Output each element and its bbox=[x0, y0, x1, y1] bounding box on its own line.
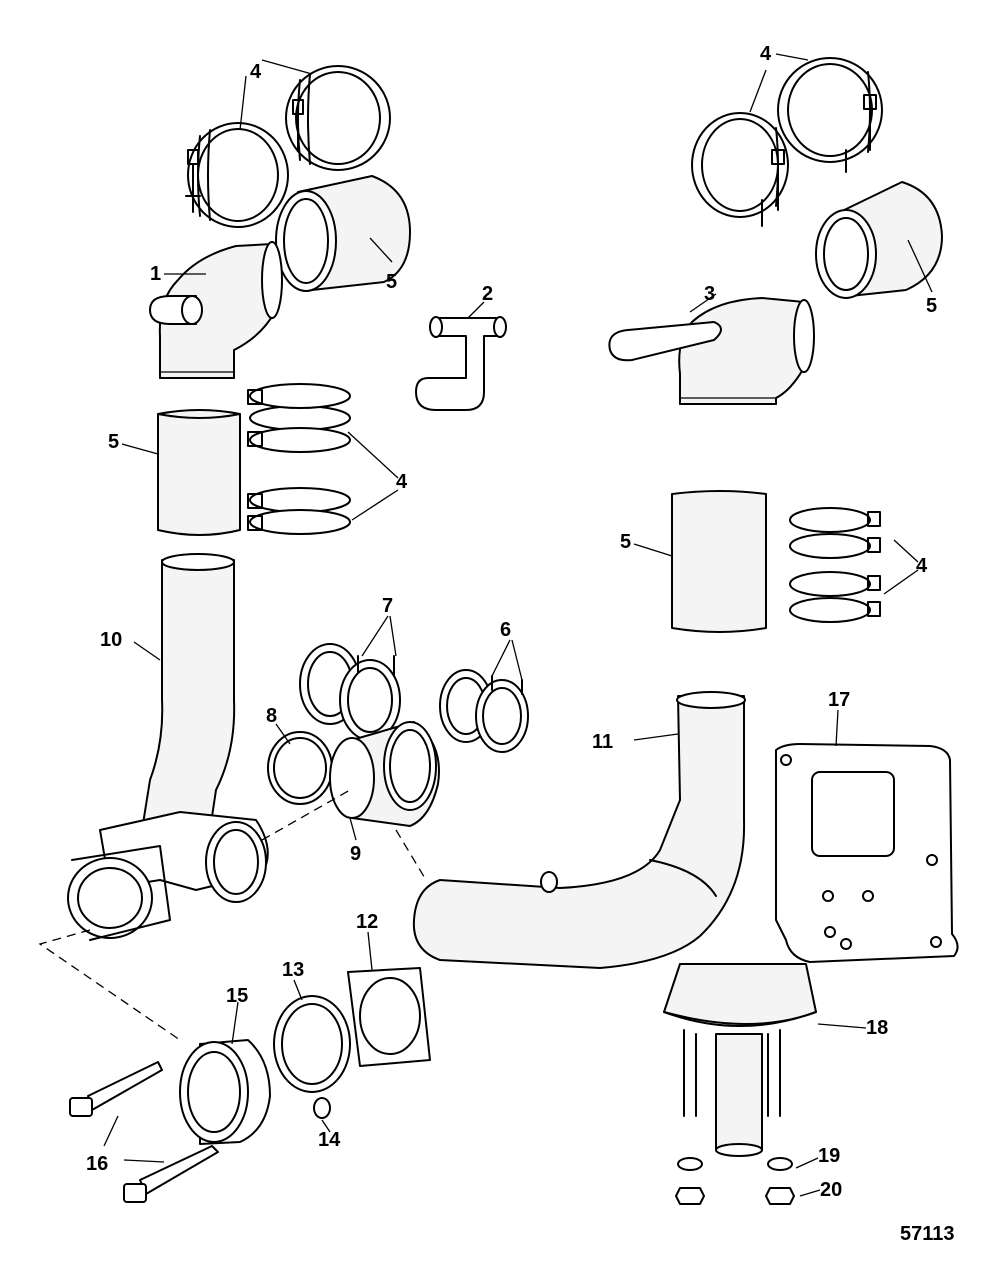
callout-8: 8 bbox=[266, 705, 277, 727]
part-5-hose-middle-right bbox=[671, 490, 767, 633]
callout-15: 15 bbox=[226, 985, 248, 1007]
part-3-exhaust-elbow-right bbox=[608, 297, 815, 405]
part-4-clamps-middle-left bbox=[247, 383, 351, 535]
callout-20: 20 bbox=[820, 1179, 842, 1201]
part-4-clamps-middle-right bbox=[789, 507, 881, 623]
part-15-adapter bbox=[179, 1039, 271, 1145]
part-10-exhaust-pipe-left bbox=[67, 553, 269, 941]
callout-16: 16 bbox=[86, 1153, 108, 1175]
part-8-o-ring bbox=[267, 731, 333, 805]
callout-14: 14 bbox=[318, 1129, 341, 1151]
callout-18: 18 bbox=[866, 1017, 888, 1039]
part-16-bolts bbox=[69, 1061, 219, 1203]
callout-4-middle-right: 4 bbox=[916, 555, 928, 577]
callout-6: 6 bbox=[500, 619, 511, 641]
callout-2: 2 bbox=[482, 283, 493, 305]
alignment-lines bbox=[38, 789, 427, 1041]
part-18-outlet-assembly bbox=[663, 963, 817, 1157]
callout-7: 7 bbox=[382, 595, 393, 617]
callout-13: 13 bbox=[282, 959, 304, 981]
part-14-washer bbox=[313, 1097, 331, 1119]
part-5-hose-middle-left bbox=[157, 409, 241, 536]
callout-11: 11 bbox=[592, 731, 613, 753]
part-17-gasket-plate bbox=[775, 743, 959, 963]
leader-lines bbox=[103, 53, 933, 1197]
callout-12: 12 bbox=[356, 911, 378, 933]
callout-17: 17 bbox=[828, 689, 850, 711]
part-2-water-tube bbox=[415, 316, 507, 411]
part-4-clamps-top-right bbox=[691, 57, 883, 227]
part-11-exhaust-pipe-right bbox=[412, 691, 746, 969]
callout-labels: 4 4 1 5 2 3 5 5 4 5 4 7 6 10 8 17 11 9 1… bbox=[86, 43, 955, 1245]
part-5-hose-top-right bbox=[815, 181, 943, 299]
callout-1: 1 bbox=[150, 263, 161, 285]
callout-4-top-right: 4 bbox=[760, 43, 772, 65]
part-12-gasket bbox=[347, 967, 431, 1067]
callout-10: 10 bbox=[100, 629, 122, 651]
callout-4-middle-left: 4 bbox=[396, 471, 408, 493]
part-6-clamps bbox=[439, 669, 529, 753]
part-7-clamps bbox=[299, 643, 401, 741]
part-4-clamps-top-left bbox=[185, 65, 391, 228]
callout-5-top-left: 5 bbox=[386, 271, 397, 293]
callout-5-middle-left: 5 bbox=[108, 431, 119, 453]
part-19-washers bbox=[677, 1157, 793, 1171]
callout-4-top-left: 4 bbox=[250, 61, 262, 83]
part-20-nuts bbox=[675, 1187, 795, 1205]
callout-19: 19 bbox=[818, 1145, 840, 1167]
part-1-exhaust-elbow-left bbox=[149, 241, 283, 379]
figure-number: 57113 bbox=[900, 1223, 955, 1245]
part-5-hose-top-left bbox=[275, 175, 411, 292]
callout-5-middle-right: 5 bbox=[620, 531, 631, 553]
callout-3: 3 bbox=[704, 283, 715, 305]
part-9-coupler bbox=[329, 721, 440, 827]
callout-9: 9 bbox=[350, 843, 361, 865]
callout-5-top-right: 5 bbox=[926, 295, 937, 317]
part-13-o-ring bbox=[273, 995, 351, 1093]
